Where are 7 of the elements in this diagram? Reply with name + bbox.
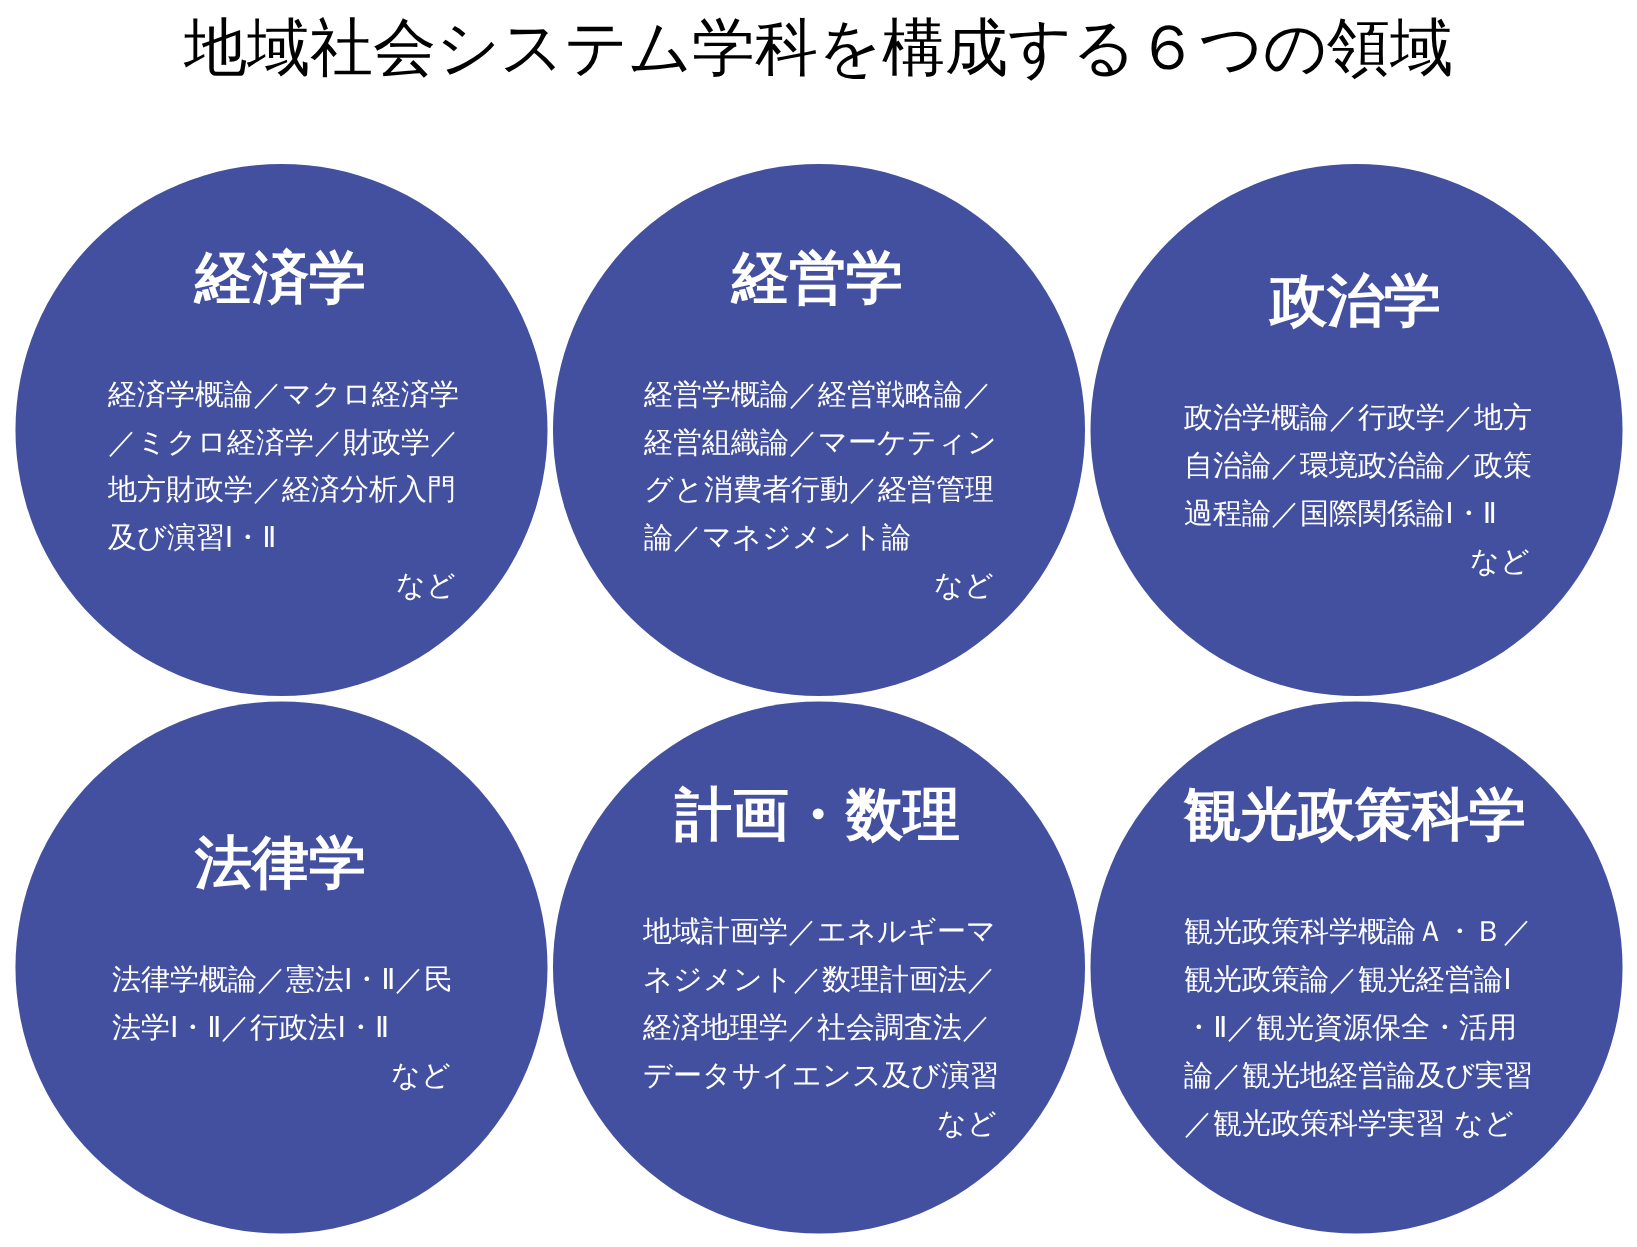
node-circle: 計画・数理 地域計画学／エネルギーマネジメント／数理計画法／経済地理学／社会調査法／データサイエンス及び演習 など xyxy=(552,701,1085,1234)
node-circle: 経営学 経営学概論／経営戦略論／経営組織論／マーケティングと消費者行動／経営管理論／マネジメント論 など xyxy=(552,163,1085,696)
diagram-title: 地域社会システム学科を構成する６つの領域 xyxy=(183,11,1453,85)
node-circle: 経済学 経済学概論／マクロ経済学／ミクロ経済学／財政学／地方財政学／経済分析入門及び演習Ⅰ・Ⅱ など xyxy=(14,163,547,696)
node-circle: 政治学 政治学概論／行政学／地方自治論／環境政治論／政策過程論／国際関係論Ⅰ・Ⅱ など xyxy=(1090,163,1623,696)
node-circle: 観光政策科学 観光政策科学概論Ａ・Ｂ／観光政策論／観光経営論Ⅰ・Ⅱ／観光資源保全・活用論／観光地経営論及び実習／観光政策科学実習 など xyxy=(1090,701,1623,1234)
node-circle: 法律学 法律学概論／憲法Ⅰ・Ⅱ／民法学Ⅰ・Ⅱ／行政法Ⅰ・Ⅱ など xyxy=(14,701,547,1234)
